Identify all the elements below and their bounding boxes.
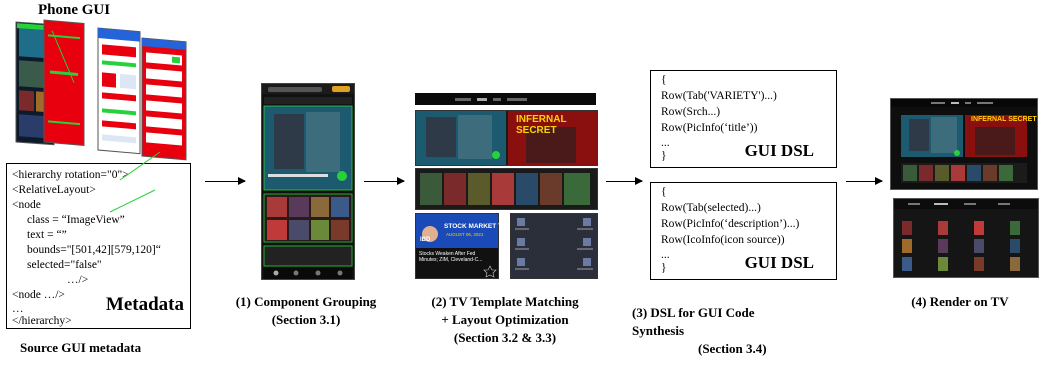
news-headline: STOCK MARKET TODAY [444, 223, 521, 230]
dsl-line: ... [661, 137, 670, 149]
metadata-line: <hierarchy rotation="0"> [12, 169, 129, 181]
stage2-caption-3: (Section 3.2 & 3.3) [453, 330, 557, 345]
metadata-line: </hierarchy> [12, 315, 72, 327]
news-brand: IBD [420, 237, 431, 243]
dsl-line: Row(PicInfo(‘description’)...) [661, 218, 800, 230]
source-caption: Source GUI metadata [20, 340, 142, 355]
stage1-caption-1: (1) Component Grouping [235, 294, 377, 309]
metadata-line: bounds="[501,42][579,120]“ [27, 244, 161, 256]
dsl-box-2: { Row(Tab(selected)...) Row(PicInfo(‘des… [650, 182, 837, 280]
tv-template-row [415, 168, 598, 210]
stage2-caption-1: (2) TV Template Matching [431, 294, 579, 309]
dsl-line: Row(IcoInfo(icon source)) [661, 234, 785, 246]
stage1-caption-2: (Section 3.1) [271, 312, 341, 327]
overlay-arrows [109, 151, 161, 213]
stage2-caption-2: + Layout Optimization [441, 312, 569, 327]
news-date: AUGUST 06, 2021 [446, 232, 484, 237]
metadata-line: <node [12, 199, 41, 211]
phone-gui-screenshots [15, 19, 187, 161]
tv-render-screen-2 [893, 198, 1039, 278]
stage3-caption-1: (3) DSL for GUI Code [632, 305, 755, 320]
metadata-line: <node …/> [12, 289, 65, 301]
stage4-caption: (4) Render on TV [911, 294, 1009, 309]
metadata-line: … [12, 303, 24, 315]
metadata-box: <hierarchy rotation="0"> <RelativeLayout… [6, 163, 191, 329]
dsl-line: ... [661, 249, 670, 261]
dsl-line: { [661, 186, 667, 198]
metadata-line: text = “” [27, 229, 67, 241]
tv-template-news-card: STOCK MARKET TODAY AUGUST 06, 2021 IBD S… [415, 213, 520, 279]
dsl-box-1: { Row(Tab('VARIETY')...) Row(Srch...) Ro… [650, 70, 837, 168]
metadata-label: Metadata [105, 294, 184, 315]
tv-render-poster-title: INFERNAL SECRET [971, 116, 1037, 123]
tv-template-icon-grid [510, 213, 598, 279]
dsl-line: Row(Tab('VARIETY')...) [661, 90, 777, 102]
grouped-phone-drawing [262, 84, 354, 279]
grouped-phone-ui [261, 83, 355, 280]
metadata-line: <RelativeLayout> [12, 184, 96, 196]
tv-render-screen-1: INFERNAL SECRET [890, 98, 1038, 190]
stage3-caption-3: (Section 3.4) [698, 341, 767, 356]
phone-gui-title: Phone GUI [38, 2, 111, 18]
dsl-label: GUI DSL [744, 253, 814, 272]
dsl-line: Row(Tab(selected)...) [661, 202, 761, 214]
dsl-line: Row(Srch...) [661, 106, 721, 118]
dsl-line: { [661, 74, 667, 86]
dsl-line: } [661, 262, 667, 274]
flow-arrow [606, 177, 643, 185]
news-body: Stocks Weaken After Fed Minutes; ZIM, Cl… [419, 251, 483, 263]
tv-template-poster-title: INFERNAL SECRET [516, 114, 567, 136]
stage3-caption-2: Synthesis [632, 323, 685, 338]
metadata-line: class = “ImageView” [27, 214, 125, 226]
flow-arrow [205, 177, 246, 185]
dsl-line: Row(PicInfo(‘title’)) [661, 122, 758, 134]
flow-arrow [846, 177, 883, 185]
dsl-line: } [661, 150, 667, 162]
tv-template-nav [415, 93, 596, 105]
dsl-label: GUI DSL [744, 141, 814, 160]
tv-template-banner: INFERNAL SECRET [415, 110, 598, 166]
metadata-line: selected="false" [27, 259, 102, 271]
flow-arrow [364, 177, 405, 185]
metadata-line: …/> [67, 274, 89, 286]
